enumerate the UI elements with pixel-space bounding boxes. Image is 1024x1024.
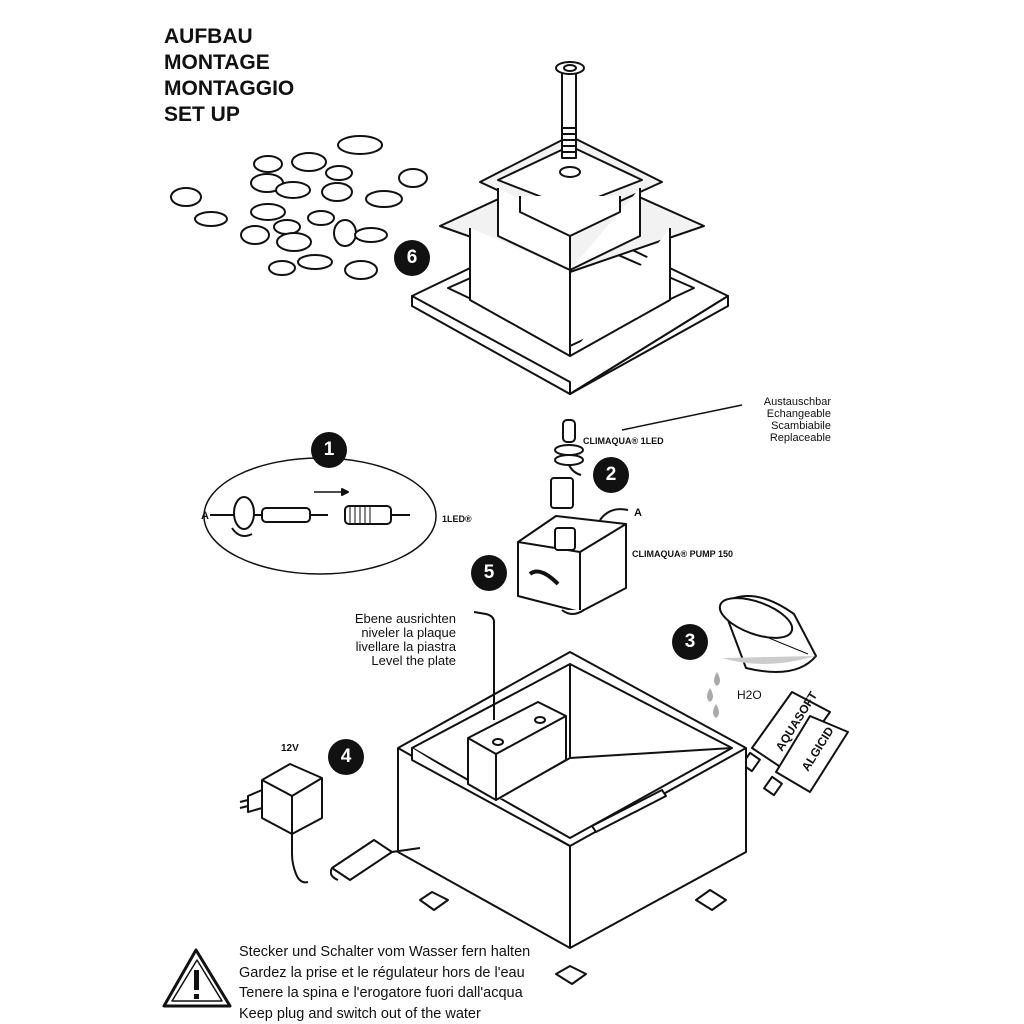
title-line: AUFBAU [164, 25, 253, 48]
page-title: AUFBAU MONTAGE MONTAGGIO SET UP [164, 24, 294, 128]
replaceable-it: Scambiabile [771, 420, 831, 432]
connector-a-label: A [201, 510, 209, 522]
led-short-label: 1LED® [442, 514, 472, 524]
level-plate-de: Ebene ausrichten [354, 611, 456, 626]
warning-it: Tenere la spina e l'erogatore fuori dall… [239, 985, 523, 1001]
replaceable-en: Replaceable [769, 432, 831, 444]
step-badge-1: 1 [311, 432, 347, 468]
fountain-tiers [411, 61, 729, 395]
step-badge-4: 4 [328, 739, 364, 775]
pump-a-label: A [634, 507, 642, 519]
warning-text: Stecker und Schalter vom Wasser fern hal… [239, 942, 530, 1024]
warning-en: Keep plug and switch out of the water [239, 1005, 481, 1022]
voltage-label: 12V [281, 743, 299, 754]
title-line: MONTAGGIO [164, 77, 295, 100]
replaceable-label: Austauschbar Echangeable Scambiabile Rep… [764, 396, 831, 444]
title-line: SET UP [164, 103, 240, 126]
water-label: H2O [737, 688, 762, 702]
step-badge-6: 6 [394, 240, 430, 276]
warning-de: Stecker und Schalter vom Wasser fern hal… [239, 944, 531, 960]
basin [397, 611, 747, 985]
switch-icon [329, 839, 421, 881]
level-plate-label: Ebene ausrichten niveler la plaque livel… [355, 612, 456, 668]
step-badge-2: 2 [593, 457, 629, 493]
pump-name: CLIMAQUA® PUMP 150 [632, 549, 733, 559]
replaceable-de: Austauschbar [763, 396, 831, 408]
measuring-cup-icon [718, 595, 817, 673]
bottle-icon [741, 691, 849, 797]
pump-icon [517, 477, 629, 615]
level-plate-fr: niveler la plaque [361, 625, 456, 640]
warning-triangle-icon [162, 948, 232, 1008]
warning-exclamation [194, 970, 199, 999]
level-plate-it: livellare la piastra [355, 639, 456, 654]
level-plate-en: Level the plate [371, 653, 456, 668]
warning-fr: Gardez la prise et le régulateur hors de… [239, 964, 525, 981]
step-badge-5: 5 [471, 555, 507, 591]
led-icon [554, 404, 743, 476]
water-drops [707, 672, 720, 718]
power-adapter-icon [239, 763, 323, 884]
connector-detail [203, 457, 437, 575]
stones-icon [170, 135, 428, 280]
title-line: MONTAGE [164, 51, 270, 74]
led-name: CLIMAQUA® 1LED [583, 436, 664, 446]
replaceable-fr: Echangeable [766, 408, 831, 420]
step-badge-3: 3 [672, 624, 708, 660]
